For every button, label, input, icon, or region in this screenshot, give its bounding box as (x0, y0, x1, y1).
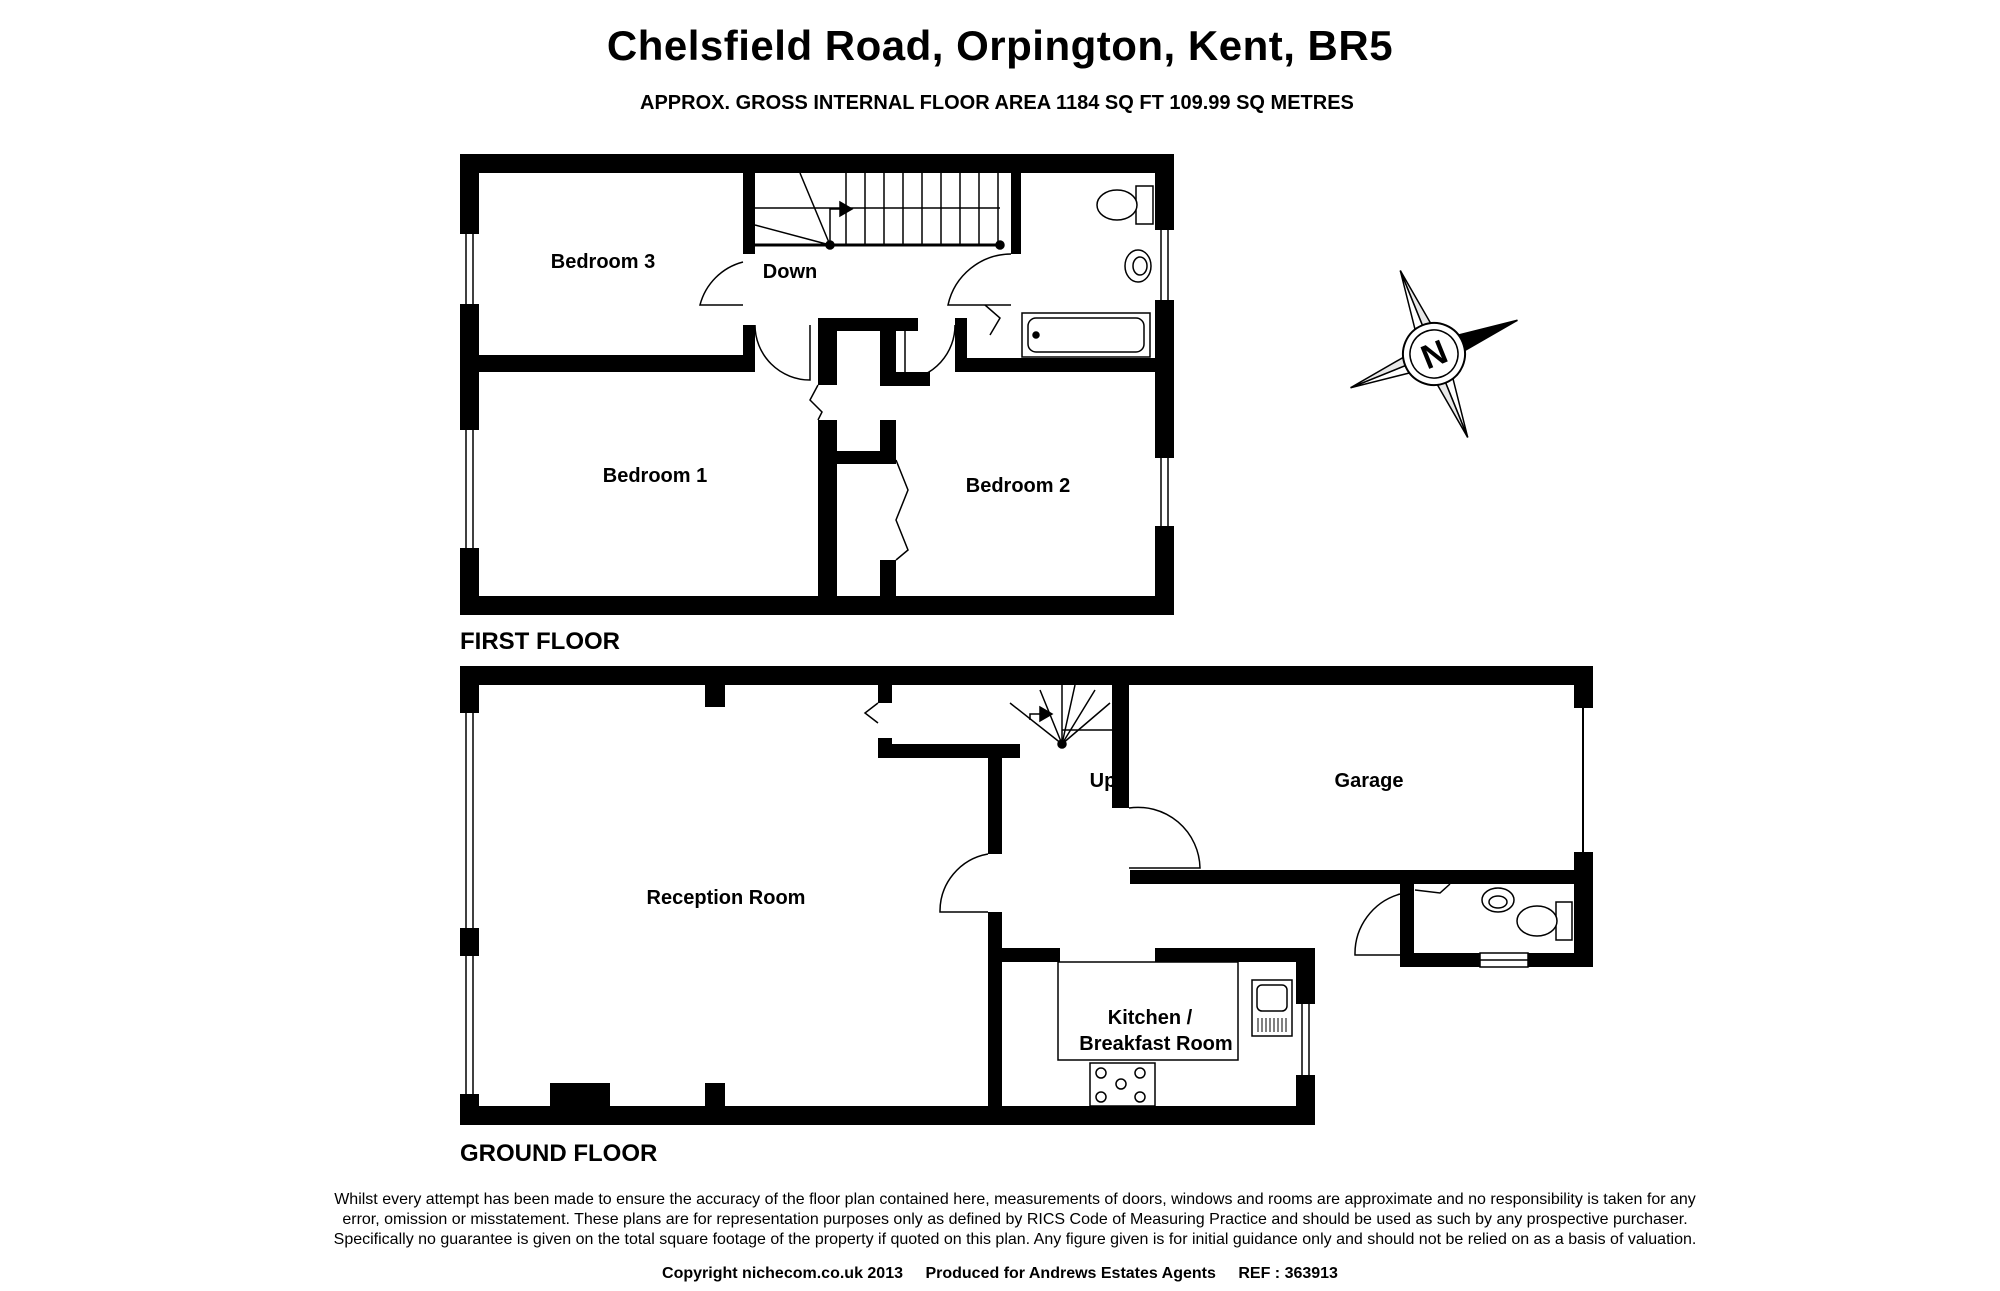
window (1155, 458, 1174, 526)
wall (988, 948, 1000, 962)
ground-floor-windows (460, 708, 1593, 1094)
wall (743, 325, 755, 372)
wall (880, 560, 896, 615)
wall (818, 318, 837, 385)
window (460, 234, 479, 304)
ground-floor-stairs (1009, 684, 1112, 749)
disclaimer: Whilst every attempt has been made to en… (250, 1190, 1780, 1250)
disclaimer-line: Specifically no guarantee is given on th… (333, 1231, 1697, 1248)
wall (818, 420, 837, 615)
room-kitchen: Kitchen / (1108, 1007, 1193, 1029)
stair-treads (845, 173, 999, 245)
wall (550, 1083, 610, 1106)
reference-text: REF : 363913 (1238, 1265, 1338, 1282)
wall (460, 666, 1593, 685)
door-swing (754, 324, 811, 381)
wall (1296, 956, 1315, 1004)
stair-arrow-icon (839, 200, 854, 218)
first-floor-plan (460, 154, 1174, 615)
wall (1574, 852, 1593, 967)
compass-icon: N (1350, 270, 1518, 438)
wall (460, 596, 1174, 615)
window (1296, 1004, 1315, 1075)
ground-floor-label: GROUND FLOOR (460, 1140, 658, 1167)
wall (1130, 870, 1144, 884)
floor-area-subtitle: APPROX. GROSS INTERNAL FLOOR AREA 1184 S… (640, 92, 1354, 114)
door-swing (904, 324, 956, 381)
wall (880, 318, 896, 385)
first-floor-stairs (754, 172, 1005, 250)
door-swing (1128, 806, 1201, 869)
bathroom-fixtures (1021, 185, 1154, 358)
wall (988, 744, 1002, 854)
ground-floor-fixtures (1089, 887, 1573, 1107)
door-swing (1354, 893, 1401, 956)
wall (1011, 154, 1021, 254)
ground-floor-plan (460, 666, 1593, 1125)
door-swing (863, 702, 879, 724)
wall (1155, 948, 1315, 962)
wall (818, 451, 896, 464)
room-bedroom-2: Bedroom 2 (966, 475, 1070, 497)
disclaimer-line: error, omission or misstatement. These p… (342, 1211, 1688, 1228)
window (1155, 230, 1174, 300)
wall (878, 744, 1020, 758)
door-swing (939, 853, 989, 913)
footer: Copyright nichecom.co.uk 2013 Produced f… (0, 1265, 2000, 1283)
first-floor-windows (460, 230, 1174, 548)
door-swing (699, 261, 744, 306)
wall (1400, 884, 1414, 967)
room-reception: Reception Room (647, 887, 806, 909)
wall (1296, 1075, 1315, 1125)
room-garage: Garage (1335, 770, 1404, 792)
wall (705, 1083, 725, 1106)
cupboard-doors (809, 384, 823, 421)
cupboard-doors (895, 459, 909, 561)
door-swing (947, 253, 1012, 306)
toilet-cistern (1555, 901, 1573, 941)
plan-title: Chelsfield Road, Orpington, Kent, BR5 (606, 22, 1394, 69)
wall (743, 154, 755, 254)
wall (955, 358, 1174, 372)
wall (1155, 154, 1174, 615)
wall (988, 912, 1002, 1106)
room-bedroom-1: Bedroom 1 (603, 465, 707, 487)
ground-floor-doors (863, 702, 1451, 1061)
stairs-up-label: Up (1090, 770, 1117, 792)
toilet-icon (1096, 189, 1138, 221)
room-bedroom-3: Bedroom 3 (551, 251, 655, 273)
wall (880, 420, 896, 460)
wall (1130, 870, 1593, 884)
door-swing (984, 304, 1001, 336)
wall (705, 685, 725, 707)
kitchen-worktop (1057, 961, 1239, 1061)
wall (1574, 666, 1593, 708)
disclaimer-line: Whilst every attempt has been made to en… (334, 1191, 1696, 1208)
wall (460, 154, 1174, 173)
wall (878, 685, 892, 703)
wall (1000, 948, 1060, 962)
wall (460, 666, 479, 713)
first-floor-doors (699, 253, 1012, 561)
first-floor-label: FIRST FLOOR (460, 628, 620, 655)
wall (460, 355, 755, 372)
room-kitchen-line2: Breakfast Room (1079, 1033, 1232, 1055)
door-swing (1414, 883, 1451, 894)
wall (460, 928, 479, 956)
toilet-icon (1516, 905, 1558, 937)
wall (1112, 685, 1129, 808)
window (460, 713, 479, 928)
wall (460, 1106, 1306, 1125)
produced-for-text: Produced for Andrews Estates Agents (925, 1265, 1216, 1282)
copyright-text: Copyright nichecom.co.uk 2013 (662, 1265, 903, 1282)
toilet-cistern (1135, 185, 1154, 225)
wall (955, 318, 967, 372)
stair-arrow-icon (1039, 705, 1054, 723)
window (460, 956, 479, 1094)
stairs-down-label: Down (763, 261, 817, 283)
window (460, 430, 479, 548)
